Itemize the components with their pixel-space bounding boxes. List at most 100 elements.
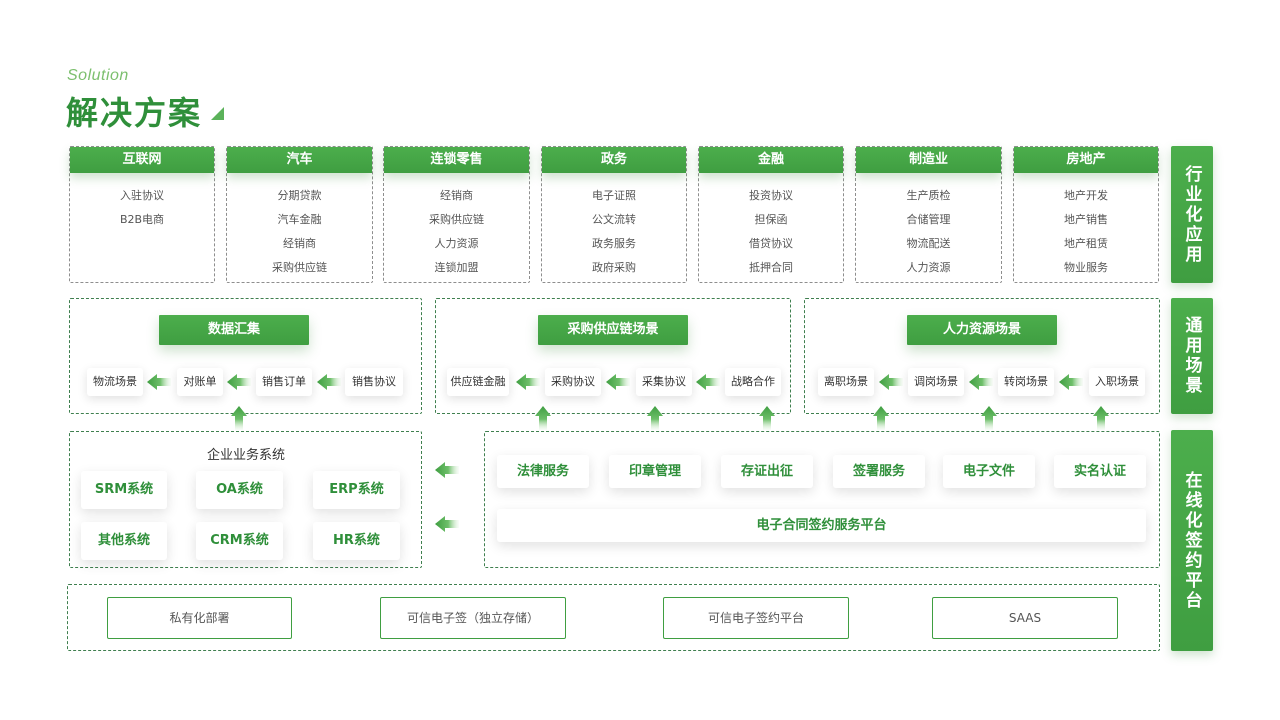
- scene-panel-data: [69, 298, 422, 414]
- industry-column: 政务 电子证照 公文流转 政务服务 政府采购: [541, 146, 687, 283]
- industry-item: 入驻协议: [120, 189, 164, 202]
- deployment-option: 可信电子签（独立存储）: [380, 597, 566, 639]
- industry-item: 分期贷款: [277, 189, 322, 202]
- industry-title: 制造业: [856, 147, 1001, 173]
- left-arrow-icon: [435, 516, 459, 532]
- deployment-option: 可信电子签约平台: [663, 597, 849, 639]
- service-card: 签署服务: [833, 455, 925, 488]
- industry-item: 采购供应链: [272, 261, 327, 274]
- up-arrow-icon: [535, 406, 551, 430]
- industry-title: 连锁零售: [384, 147, 529, 173]
- system-card: 其他系统: [81, 522, 167, 560]
- platform-panel: [484, 431, 1160, 568]
- industry-item: 人力资源: [906, 261, 951, 274]
- up-arrow-icon: [981, 406, 997, 430]
- business-systems-title: 企业业务系统: [206, 448, 285, 463]
- left-arrow-icon: [879, 374, 903, 390]
- scene-item: 对账单: [177, 368, 223, 396]
- header-subtitle: Solution: [67, 67, 129, 84]
- industry-item: 地产开发: [1064, 189, 1108, 202]
- system-card: SRM系统: [81, 471, 167, 509]
- side-label-platform: 在线化签约平台: [1171, 430, 1213, 651]
- industry-item: 地产租赁: [1064, 237, 1108, 250]
- scene-item: 采集协议: [636, 368, 692, 396]
- scene-item: 销售协议: [345, 368, 403, 396]
- industry-item: B2B电商: [119, 213, 165, 226]
- left-arrow-icon: [969, 374, 993, 390]
- system-card: OA系统: [196, 471, 283, 509]
- industry-item: 采购供应链: [429, 213, 484, 226]
- industry-title: 互联网: [70, 147, 214, 173]
- industry-column: 房地产 地产开发 地产销售 地产租赁 物业服务: [1013, 146, 1159, 283]
- left-arrow-icon: [606, 374, 630, 390]
- industry-item: 物业服务: [1064, 261, 1108, 274]
- left-arrow-icon: [516, 374, 540, 390]
- industry-column: 汽车 分期贷款 汽车金融 经销商 采购供应链: [226, 146, 373, 283]
- side-label-industry: 行业化应用: [1171, 146, 1213, 283]
- scene-item: 采购协议: [545, 368, 601, 396]
- service-card: 存证出征: [721, 455, 813, 488]
- scene-item: 销售订单: [256, 368, 312, 396]
- industry-item: 政务服务: [592, 237, 636, 250]
- service-card: 印章管理: [609, 455, 701, 488]
- industry-item: 电子证照: [592, 189, 636, 202]
- deployment-panel: [67, 584, 1160, 651]
- scene-title: 人力资源场景: [907, 315, 1057, 345]
- left-arrow-icon: [696, 374, 720, 390]
- industry-item: 汽车金融: [277, 213, 322, 226]
- scene-item: 物流场景: [87, 368, 143, 396]
- left-arrow-icon: [227, 374, 251, 390]
- scene-title: 采购供应链场景: [538, 315, 688, 345]
- service-card: 电子文件: [943, 455, 1035, 488]
- industry-title: 政务: [542, 147, 686, 173]
- industry-title: 汽车: [227, 147, 372, 173]
- system-card: CRM系统: [196, 522, 283, 560]
- side-label-common-scene: 通用场景: [1171, 298, 1213, 414]
- industry-title: 房地产: [1014, 147, 1158, 173]
- up-arrow-icon: [231, 406, 247, 430]
- left-arrow-icon: [317, 374, 341, 390]
- scene-panel-hr: [804, 298, 1160, 414]
- up-arrow-icon: [1093, 406, 1109, 430]
- industry-item: 物流配送: [906, 237, 951, 250]
- industry-item: 借贷协议: [749, 237, 793, 250]
- industry-item: 经销商: [283, 237, 316, 250]
- scene-panel-supply: [435, 298, 791, 414]
- up-arrow-icon: [647, 406, 663, 430]
- industry-item: 公文流转: [592, 213, 636, 226]
- up-arrow-icon: [759, 406, 775, 430]
- industry-item: 担保函: [754, 213, 788, 226]
- left-arrow-icon: [147, 374, 171, 390]
- industry-column: 制造业 生产质检 合储管理 物流配送 人力资源: [855, 146, 1002, 283]
- industry-item: 连锁加盟: [434, 261, 479, 274]
- left-arrow-icon: [1059, 374, 1083, 390]
- scene-item: 调岗场景: [908, 368, 964, 396]
- system-card: HR系统: [313, 522, 400, 560]
- industry-item: 经销商: [440, 189, 473, 202]
- industry-column: 互联网 入驻协议 B2B电商: [69, 146, 215, 283]
- scene-item: 离职场景: [818, 368, 874, 396]
- industry-item: 抵押合同: [749, 261, 793, 274]
- industry-item: 投资协议: [749, 189, 793, 202]
- business-systems-panel: [69, 431, 422, 568]
- industry-item: 地产销售: [1064, 213, 1108, 226]
- service-card: 法律服务: [497, 455, 589, 488]
- scene-item: 供应链金融: [447, 368, 509, 396]
- left-arrow-icon: [435, 462, 459, 478]
- service-card: 实名认证: [1054, 455, 1146, 488]
- scene-item: 入职场景: [1089, 368, 1145, 396]
- deployment-option: SAAS: [932, 597, 1118, 639]
- industry-item: 合储管理: [906, 213, 951, 226]
- up-arrow-icon: [873, 406, 889, 430]
- platform-name: 电子合同签约服务平台: [497, 509, 1146, 542]
- industry-title: 金融: [699, 147, 843, 173]
- scene-title: 数据汇集: [159, 315, 309, 345]
- system-card: ERP系统: [313, 471, 400, 509]
- scene-item: 转岗场景: [998, 368, 1054, 396]
- industry-item: 生产质检: [906, 189, 951, 202]
- scene-item: 战略合作: [725, 368, 781, 396]
- industry-column: 金融 投资协议 担保函 借贷协议 抵押合同: [698, 146, 844, 283]
- industry-column: 连锁零售 经销商 采购供应链 人力资源 连锁加盟: [383, 146, 530, 283]
- page-title: 解决方案: [66, 94, 203, 132]
- deployment-option: 私有化部署: [107, 597, 292, 639]
